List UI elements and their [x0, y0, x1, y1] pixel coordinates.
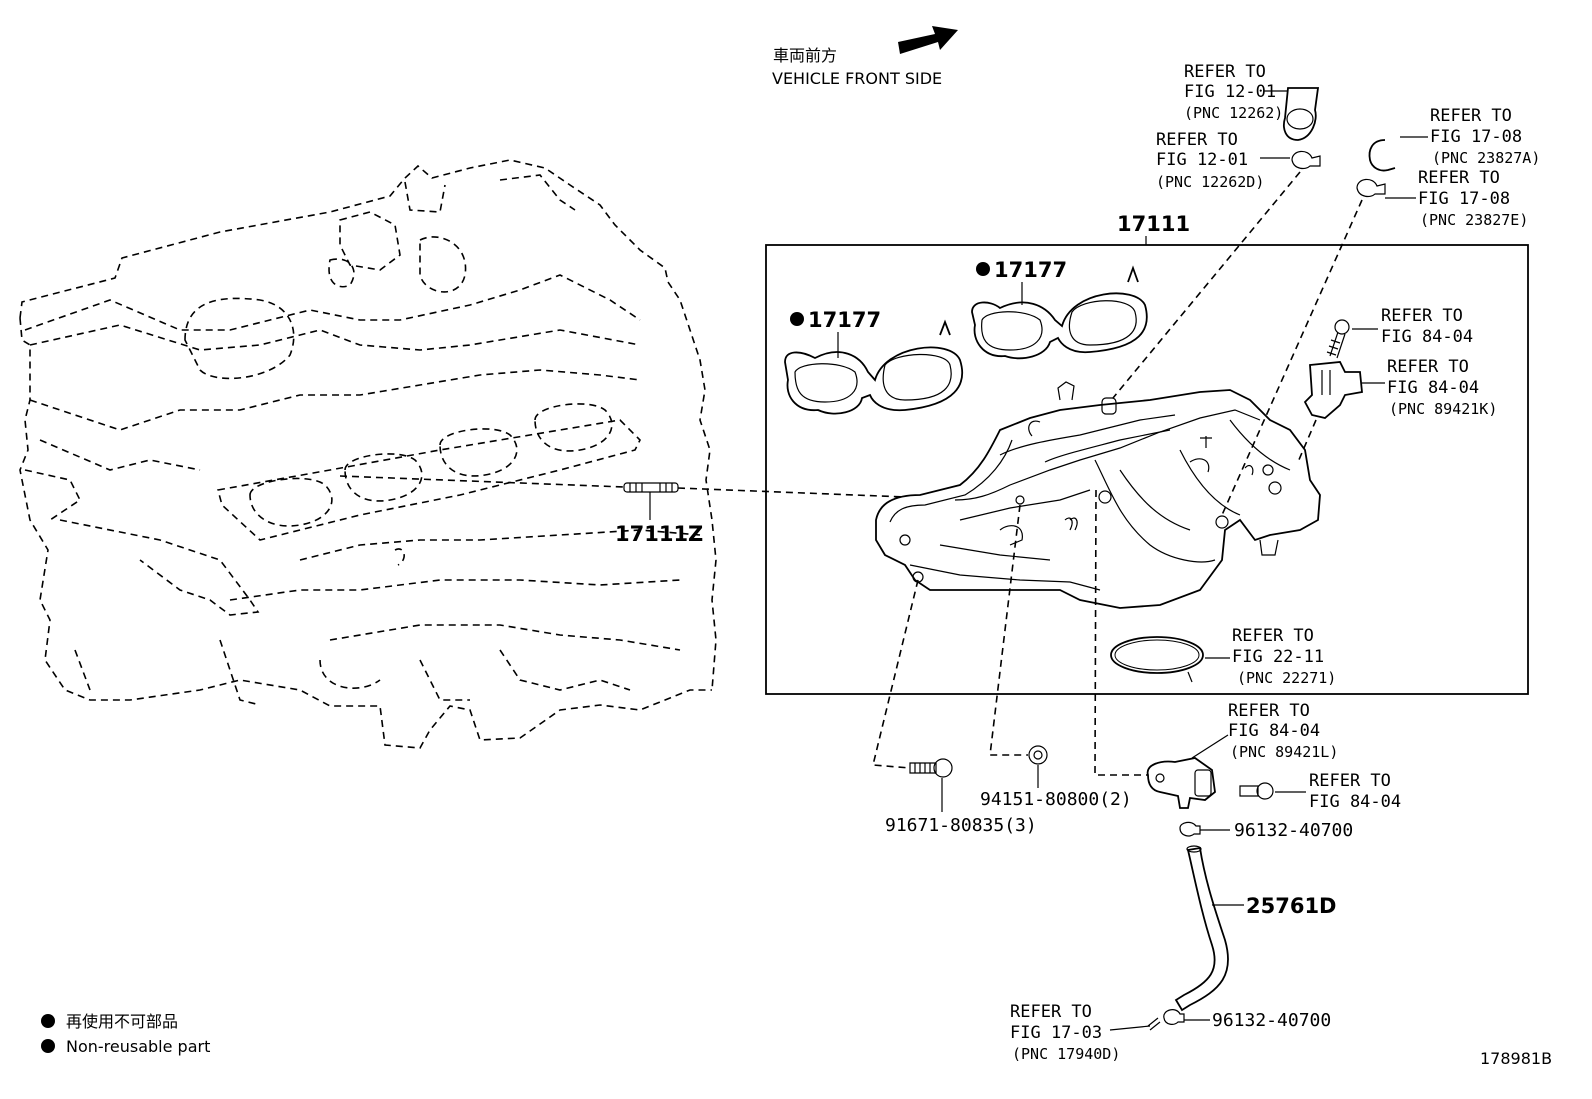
engine-block-drawing — [19, 159, 717, 749]
filled-circle-icon — [41, 1014, 55, 1028]
svg-text:FIG 84-04: FIG 84-04 — [1228, 721, 1320, 741]
nut-94151-drawing — [1028, 745, 1048, 765]
svg-text:REFER TO: REFER TO — [1430, 106, 1512, 126]
svg-text:(PNC 12262): (PNC 12262) — [1184, 104, 1283, 122]
svg-text:(PNC 12262D): (PNC 12262D) — [1156, 173, 1264, 191]
ref-fig-84-04-a: REFER TO FIG 84-04 — [1381, 306, 1473, 347]
ref-fig-17-08-b: REFER TO FIG 17-08 (PNC 23827E) — [1418, 168, 1528, 229]
ref-fig-84-04-d: REFER TO FIG 84-04 — [1309, 771, 1401, 812]
svg-text:FIG 12-01: FIG 12-01 — [1184, 82, 1276, 102]
orientation-indicator: 車両前方 VEHICLE FRONT SIDE — [772, 26, 958, 88]
pcv-hose-lower-drawing — [1174, 845, 1229, 1012]
clamp-lower-drawing — [1147, 1009, 1185, 1031]
assembly-box — [765, 244, 1529, 695]
throttle-body-gasket-drawing — [1110, 636, 1204, 674]
svg-text:REFER TO: REFER TO — [1387, 357, 1469, 377]
stud-label: 17111Z — [615, 522, 703, 546]
filled-circle-icon — [41, 1039, 55, 1053]
svg-text:FIG 22-11: FIG 22-11 — [1232, 647, 1324, 667]
svg-text:(PNC 23827E): (PNC 23827E) — [1420, 211, 1528, 229]
svg-text:FIG 84-04: FIG 84-04 — [1387, 378, 1479, 398]
svg-text:REFER TO: REFER TO — [1156, 130, 1238, 150]
svg-text:REFER TO: REFER TO — [1232, 626, 1314, 646]
svg-text:FIG 17-03: FIG 17-03 — [1010, 1023, 1102, 1043]
svg-text:FIG 84-04: FIG 84-04 — [1381, 327, 1473, 347]
sensor-l-drawing — [1146, 757, 1216, 809]
svg-text:FIG 17-08: FIG 17-08 — [1418, 189, 1510, 209]
svg-text:(PNC 89421K): (PNC 89421K) — [1389, 400, 1497, 418]
bolt-a-label: 91671-80835(3) — [885, 815, 1037, 836]
svg-text:REFER TO: REFER TO — [1184, 62, 1266, 82]
gasket-left — [784, 319, 964, 415]
non-reusable-marker-icon — [976, 262, 990, 276]
orientation-en-label: VEHICLE FRONT SIDE — [772, 69, 942, 88]
clamp-upper-drawing — [1179, 821, 1201, 837]
ref-fig-12-01-a: REFER TO FIG 12-01 (PNC 12262) — [1184, 62, 1283, 122]
svg-text:REFER TO: REFER TO — [1010, 1002, 1092, 1022]
pcv-hose-upper-drawing — [1283, 87, 1396, 172]
clamp-upper-label: 96132-40700 — [1234, 820, 1353, 841]
svg-text:FIG 17-08: FIG 17-08 — [1430, 127, 1522, 147]
ref-fig-22-11: REFER TO FIG 22-11 (PNC 22271) — [1232, 626, 1336, 687]
gasket-b-label: 17177 — [994, 258, 1067, 282]
ref-fig-84-04-c: REFER TO FIG 84-04 (PNC 89421L) — [1228, 701, 1338, 761]
nut-label: 94151-80800(2) — [980, 789, 1132, 810]
orientation-jp-label: 車両前方 — [773, 46, 837, 65]
intake-manifold-drawing — [875, 381, 1321, 609]
bolt-91671-drawing — [909, 758, 953, 778]
svg-text:(PNC 89421L): (PNC 89421L) — [1230, 743, 1338, 761]
ref-fig-84-04-b: REFER TO FIG 84-04 (PNC 89421K) — [1387, 357, 1497, 418]
legend-en-label: Non-reusable part — [66, 1037, 210, 1056]
ref-fig-12-01-b: REFER TO FIG 12-01 (PNC 12262D) — [1156, 130, 1264, 191]
svg-text:(PNC 17940D): (PNC 17940D) — [1012, 1045, 1120, 1063]
gasket-labels: 17177 17177 — [790, 258, 1067, 358]
bolt-lower-right-drawing — [1239, 782, 1274, 800]
sensor-k-drawing — [1303, 361, 1363, 419]
svg-text:FIG 84-04: FIG 84-04 — [1309, 792, 1401, 812]
gasket-a-label: 17177 — [808, 308, 881, 332]
non-reusable-marker-icon — [790, 312, 804, 326]
gasket-right — [971, 265, 1148, 360]
ref-fig-17-03: REFER TO FIG 17-03 (PNC 17940D) — [1010, 1002, 1120, 1063]
hose-label: 25761D — [1246, 894, 1337, 918]
svg-text:FIG 12-01: FIG 12-01 — [1156, 150, 1248, 170]
legend-jp-label: 再使用不可部品 — [66, 1012, 178, 1031]
arrow-icon — [898, 26, 958, 54]
stud-drawing — [623, 482, 679, 520]
svg-text:REFER TO: REFER TO — [1309, 771, 1391, 791]
svg-text:REFER TO: REFER TO — [1228, 701, 1310, 721]
svg-text:(PNC 23827A): (PNC 23827A) — [1432, 149, 1540, 167]
hose-clamp-drawings — [1291, 150, 1386, 198]
bolt-upper-drawing — [1326, 319, 1350, 359]
svg-text:REFER TO: REFER TO — [1381, 306, 1463, 326]
svg-text:REFER TO: REFER TO — [1418, 168, 1500, 188]
svg-text:(PNC 22271): (PNC 22271) — [1237, 669, 1336, 687]
ref-fig-17-08-a: REFER TO FIG 17-08 (PNC 23827A) — [1430, 106, 1540, 167]
clamp-lower-label: 96132-40700 — [1212, 1010, 1331, 1031]
figure-code: 178981B — [1480, 1049, 1552, 1068]
legend: 再使用不可部品 Non-reusable part — [41, 1012, 210, 1056]
assembly-label: 17111 — [1117, 212, 1190, 236]
